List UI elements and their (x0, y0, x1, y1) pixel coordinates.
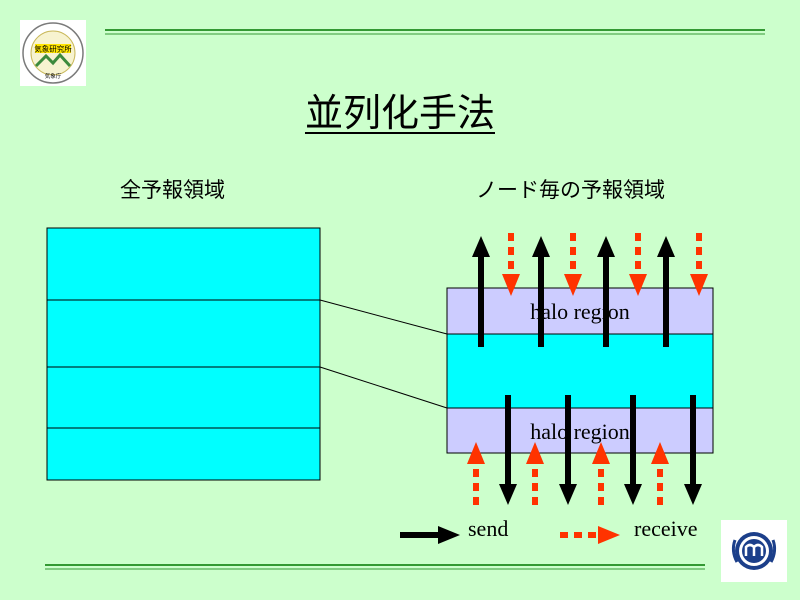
receive-arrow (690, 233, 708, 296)
send-arrow (597, 236, 615, 347)
full-domain (46, 227, 321, 481)
receive-arrows-down (502, 233, 708, 296)
send-arrow (657, 236, 675, 347)
receive-arrow (651, 442, 669, 505)
receive-arrows-up (467, 442, 669, 505)
logo-subtext: 気象庁 (45, 72, 62, 80)
bottom-rule (45, 564, 705, 570)
send-arrow (624, 395, 642, 505)
slide-title: 並列化手法 (304, 91, 495, 135)
connector-line (319, 299, 448, 335)
send-arrow (684, 395, 702, 505)
halo-label-top: halo region (530, 299, 630, 324)
send-arrow (472, 236, 490, 347)
receive-arrow (526, 442, 544, 505)
left-heading: 全予報領域 (120, 178, 225, 202)
legend-send-arrow (400, 526, 460, 544)
legend-send-label: send (468, 516, 508, 541)
right-heading: ノード毎の予報領域 (476, 178, 665, 202)
receive-arrow (467, 442, 485, 505)
legend-receive-label: receive (634, 516, 698, 541)
jma-logo (721, 520, 787, 582)
send-arrow (499, 395, 517, 505)
logo-text: 気象研究所 (34, 44, 72, 54)
legend-receive-arrow (560, 526, 620, 544)
receive-arrow (592, 442, 610, 505)
send-arrows-up (472, 236, 675, 347)
top-rule (105, 29, 765, 35)
receive-arrow (502, 233, 520, 296)
receive-arrow (629, 233, 647, 296)
halo-label-bottom: halo region (530, 419, 630, 444)
halo-region-bottom (446, 407, 714, 454)
send-arrow (559, 395, 577, 505)
legend: send receive (400, 516, 698, 544)
receive-arrow (564, 233, 582, 296)
send-arrow (532, 236, 550, 347)
connector-line (319, 366, 448, 409)
send-arrows-down (499, 395, 702, 505)
mri-logo: 気象研究所 気象庁 (20, 20, 86, 86)
